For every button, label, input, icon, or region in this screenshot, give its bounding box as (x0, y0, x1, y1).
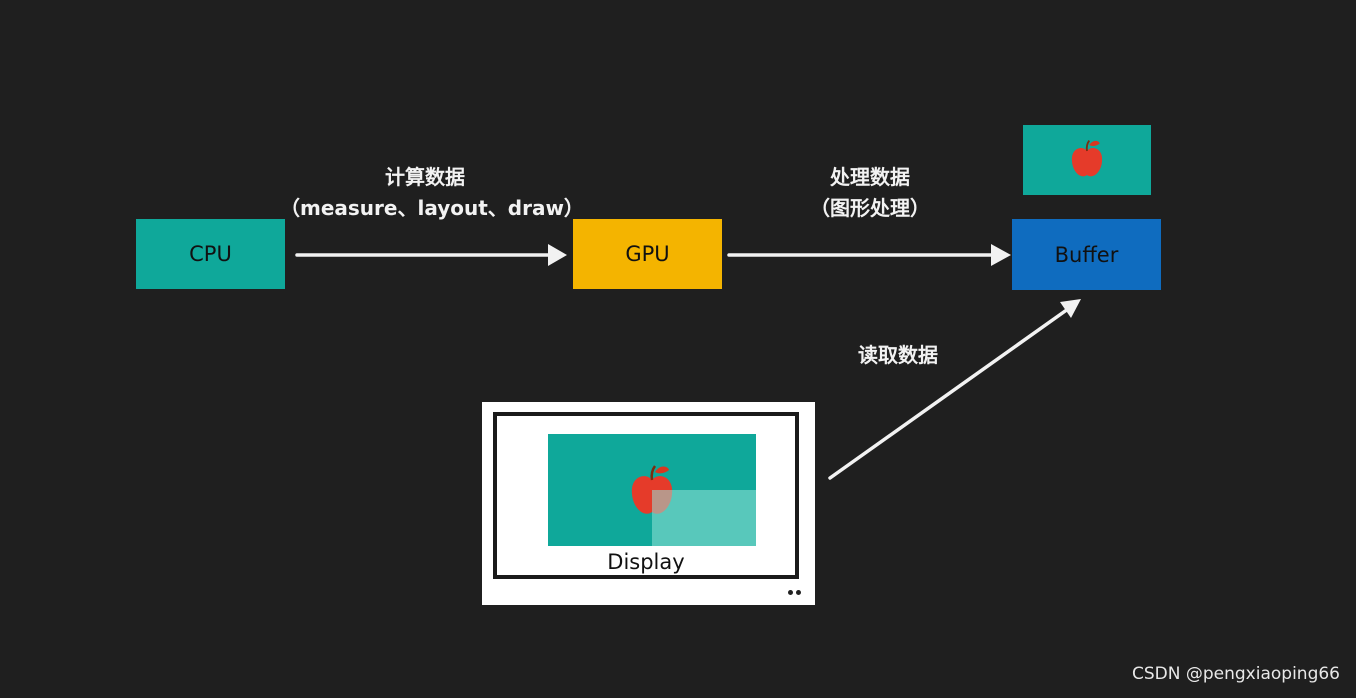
edge-label-process-detail: （图形处理） (810, 196, 930, 220)
arrow-gpu-to-buffer (727, 244, 1011, 266)
edge-label-compute: 计算数据 （measure、layout、draw） (280, 162, 584, 224)
apple-icon (1071, 139, 1103, 177)
indicator-dot (796, 590, 801, 595)
edge-label-process-title: 处理数据 (830, 165, 910, 189)
display-image (548, 434, 756, 546)
buffer-box: Buffer (1012, 219, 1161, 290)
gpu-box: GPU (573, 219, 722, 289)
edge-label-compute-title: 计算数据 (385, 165, 465, 189)
indicator-dot (788, 590, 793, 595)
display-highlight-region (652, 490, 756, 546)
gpu-label: GPU (625, 242, 670, 266)
display-label: Display (607, 550, 685, 574)
arrow-cpu-to-gpu (295, 244, 567, 266)
arrow-display-to-buffer (828, 299, 1081, 480)
buffer-thumbnail (1023, 125, 1151, 195)
edge-label-read: 读取数据 (858, 343, 938, 367)
watermark: CSDN @pengxiaoping66 (1131, 664, 1340, 684)
monitor-indicator-dots (785, 580, 801, 599)
monitor-screen: Display (493, 412, 799, 579)
display-monitor: Display (482, 402, 815, 605)
edge-label-compute-detail: （measure、layout、draw） (280, 196, 584, 220)
buffer-label: Buffer (1054, 242, 1119, 267)
cpu-label: CPU (189, 242, 232, 266)
edge-label-process: 处理数据 （图形处理） (770, 162, 970, 224)
cpu-box: CPU (136, 219, 285, 289)
